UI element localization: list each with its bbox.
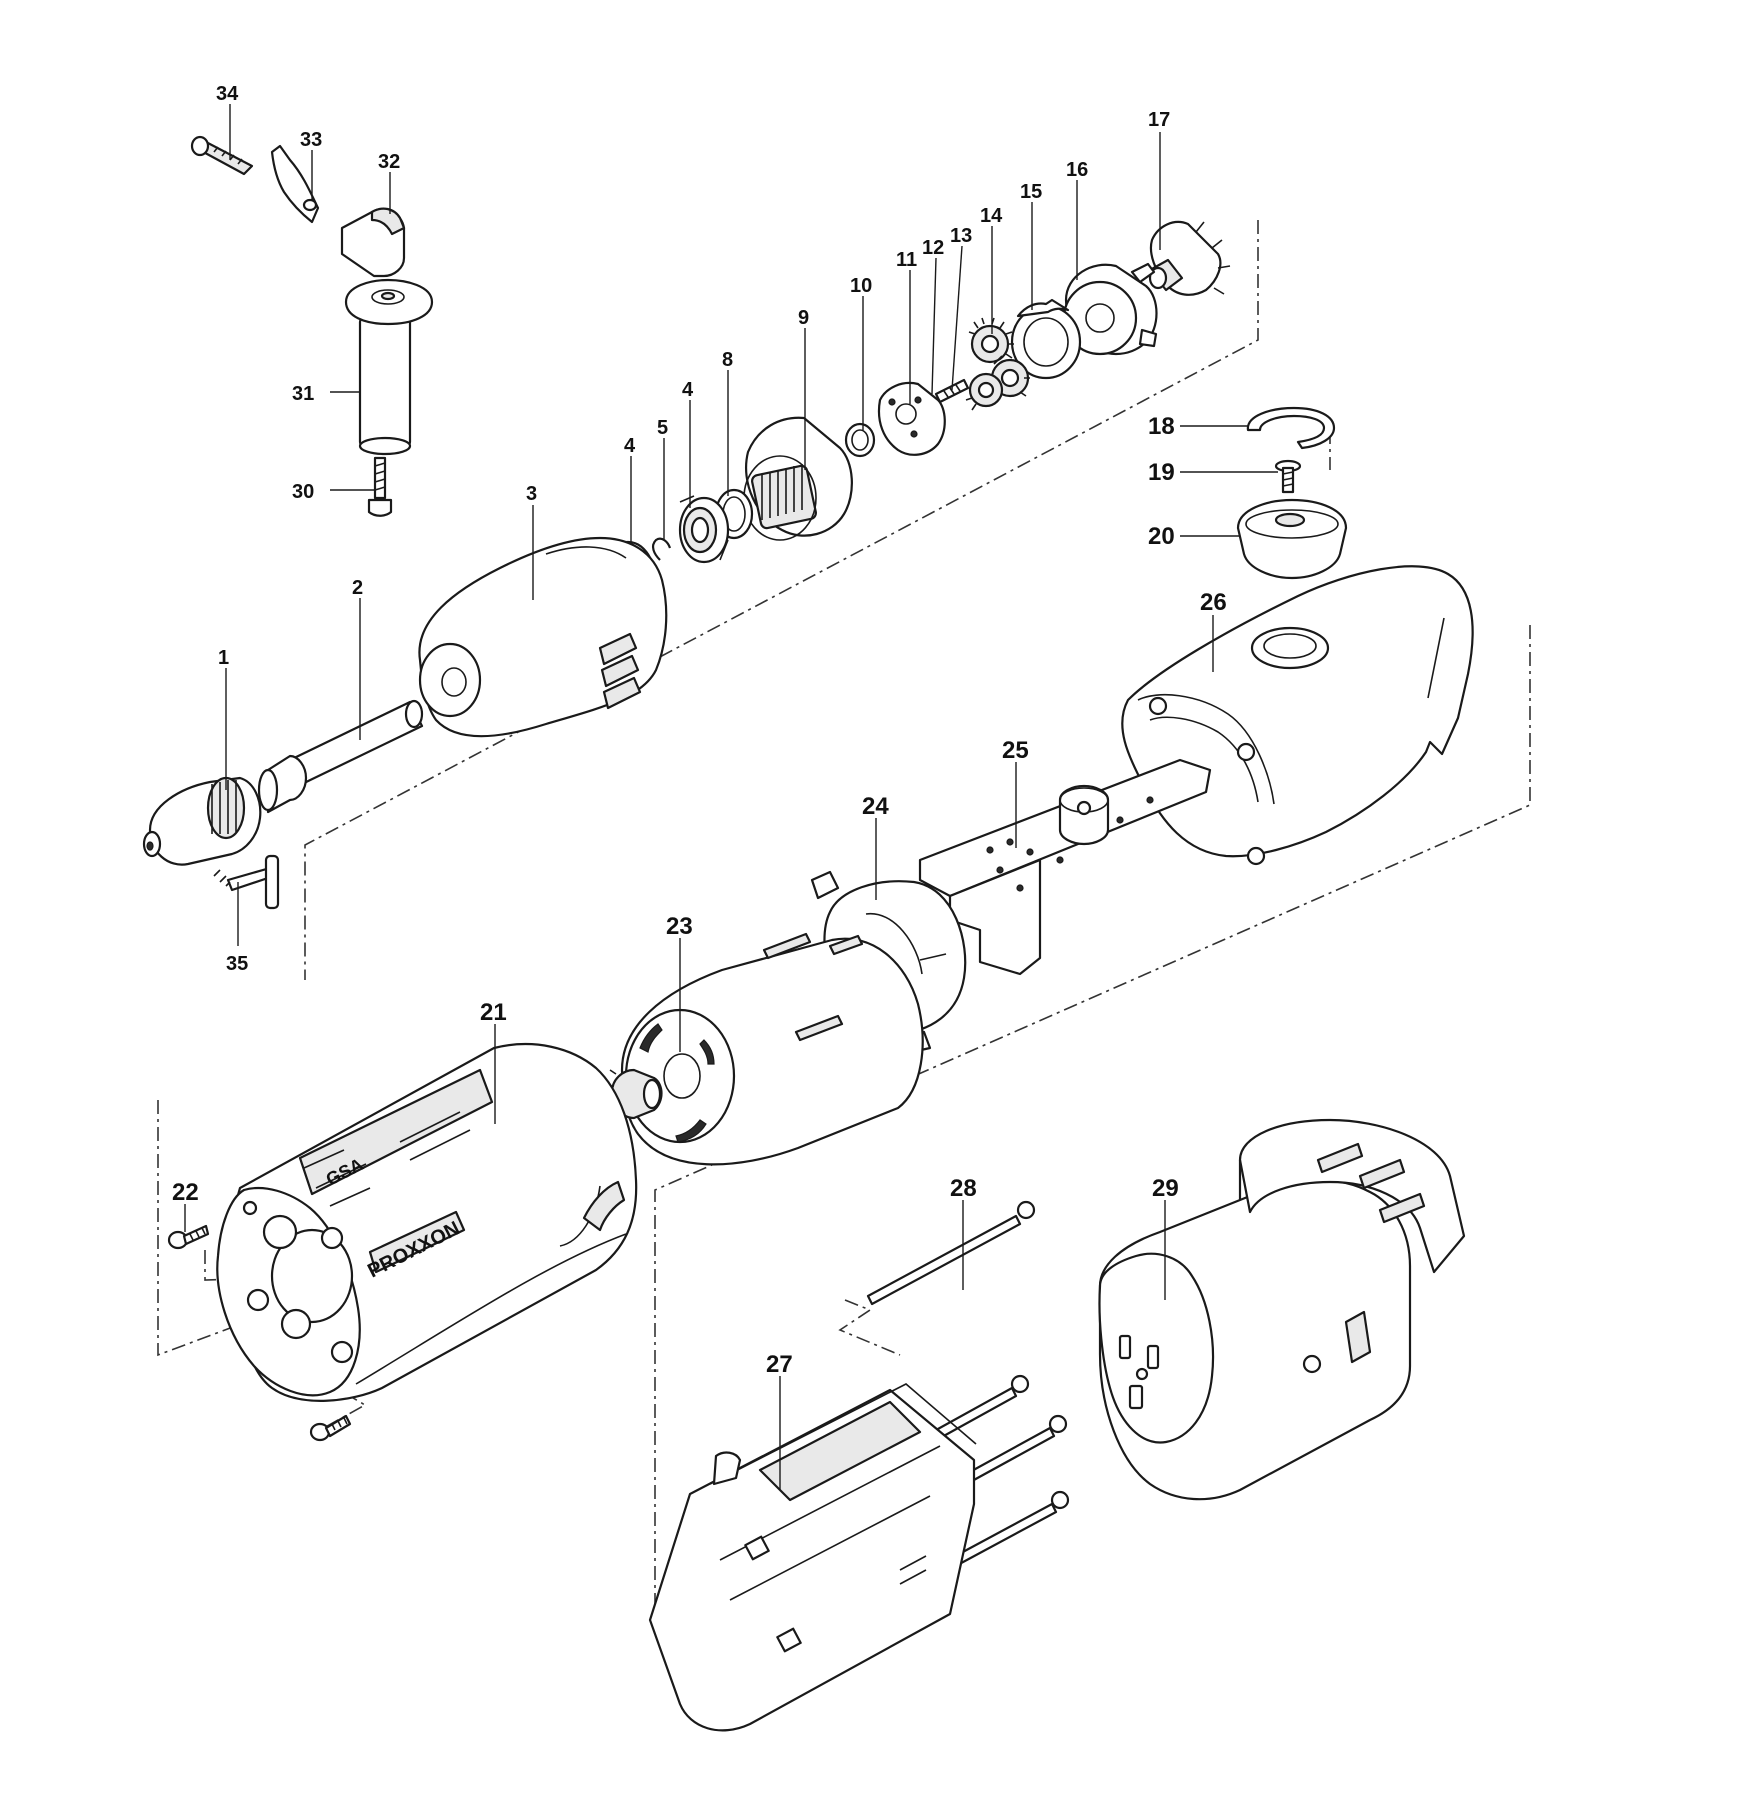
callout-19: 19 <box>1148 459 1175 486</box>
callout-28: 28 <box>950 1175 977 1202</box>
callout-8: 8 <box>722 349 733 371</box>
callout-2: 2 <box>352 577 363 599</box>
part-5-circlip <box>651 537 672 561</box>
part-18-retaining-ring <box>1246 406 1336 450</box>
callout-13: 13 <box>950 225 972 247</box>
callout-3: 3 <box>526 483 537 505</box>
callout-16: 16 <box>1066 159 1088 181</box>
part-11-flange <box>877 381 946 456</box>
callout-12: 12 <box>922 237 944 259</box>
callout-labels: 1 2 3 4 4 5 8 9 10 11 12 13 14 15 16 17 … <box>172 83 1227 1378</box>
callout-15: 15 <box>1020 181 1042 203</box>
part-34-screw <box>190 135 254 176</box>
callout-11: 11 <box>896 249 917 271</box>
part-30-screw <box>367 456 393 517</box>
callout-14: 14 <box>980 205 1003 227</box>
part-15-bearing-ring <box>1010 298 1082 380</box>
part-29-battery-pack <box>1098 1118 1466 1501</box>
leader-lines <box>184 104 1278 1490</box>
callout-29: 29 <box>1152 1175 1179 1202</box>
callout-35: 35 <box>226 953 248 975</box>
callout-20: 20 <box>1148 523 1175 550</box>
callout-33: 33 <box>300 129 322 151</box>
callout-31: 31 <box>292 383 314 405</box>
callout-4-lower: 4 <box>624 435 636 457</box>
callout-23: 23 <box>666 913 693 940</box>
part-19-screw <box>1274 459 1302 494</box>
part-23-motor <box>620 932 924 1166</box>
callout-1: 1 <box>218 647 229 669</box>
part-2-spindle <box>235 699 424 814</box>
callout-9: 9 <box>798 307 809 329</box>
callout-32: 32 <box>378 151 400 173</box>
part-32-clamp <box>340 207 406 278</box>
part-35-chuck-key <box>213 854 280 910</box>
callout-18: 18 <box>1148 413 1175 440</box>
part-20-cap <box>1236 498 1348 580</box>
part-33-bracket <box>270 144 320 224</box>
callout-21: 21 <box>480 999 507 1026</box>
part-31-column <box>344 278 434 456</box>
part-14-gears <box>965 317 1030 411</box>
part-22-screw-lower <box>309 1414 352 1442</box>
part-25-circuit-board <box>918 758 1212 976</box>
callout-5: 5 <box>657 417 668 439</box>
part-21-motor-housing <box>216 1042 638 1402</box>
callout-26: 26 <box>1200 589 1227 616</box>
part-4-ball-bearing-upper <box>678 495 730 564</box>
callout-34: 34 <box>216 83 239 105</box>
callout-27: 27 <box>766 1351 793 1378</box>
callout-10: 10 <box>850 275 872 297</box>
callout-25: 25 <box>1002 737 1029 764</box>
part-27-battery-frame <box>648 1383 977 1732</box>
callout-30: 30 <box>292 481 314 503</box>
callout-4-upper: 4 <box>682 379 694 401</box>
part-26-upper-housing <box>1121 565 1474 866</box>
part-10-ring <box>844 422 876 458</box>
part-16-ring-housing <box>1062 262 1158 356</box>
callout-22: 22 <box>172 1179 199 1206</box>
part-3-gear-head-housing <box>418 536 668 738</box>
part-1-drill-chuck <box>142 776 262 866</box>
part-17-flange <box>1148 220 1231 296</box>
part-9-needle-bearing <box>743 416 853 541</box>
callout-24: 24 <box>862 793 889 820</box>
part-22-screw <box>167 1224 210 1250</box>
callout-17: 17 <box>1148 109 1170 131</box>
